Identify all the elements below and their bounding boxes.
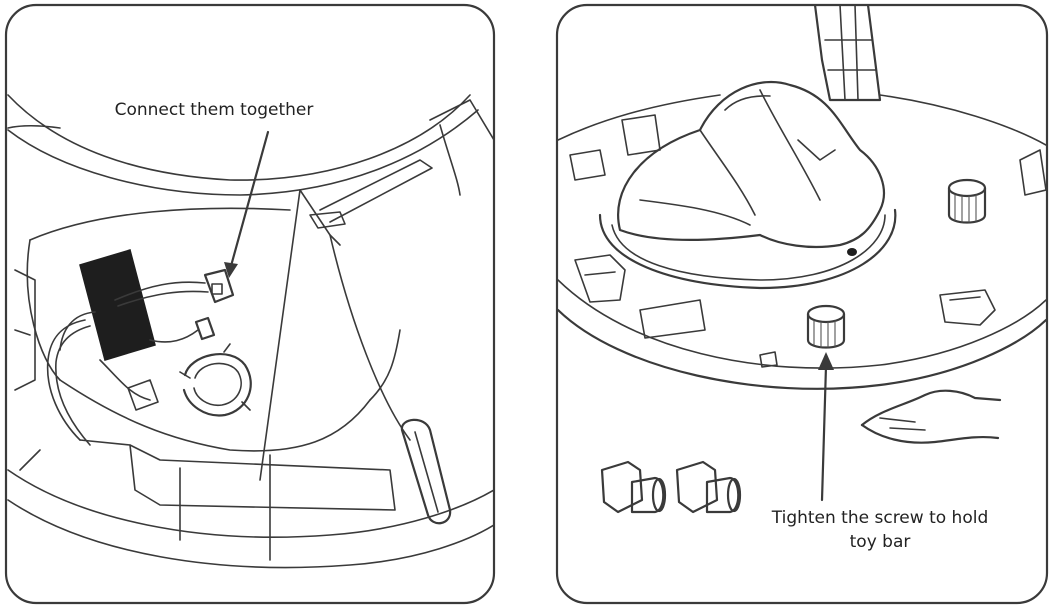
panel-left-frame [4, 3, 496, 605]
seat-base-underside [7, 94, 493, 569]
screw-boss-center [806, 304, 846, 349]
round-clip [179, 343, 252, 417]
hand-illustration [860, 389, 1002, 444]
callout-tighten-line2: toy bar [850, 532, 911, 552]
callout-arrow-left [229, 130, 270, 268]
callout-arrowhead-right [818, 352, 834, 370]
panel-right-frame [555, 3, 1049, 605]
callout-tighten-line1: Tighten the screw to hold [771, 508, 989, 528]
battery-pack [79, 249, 156, 361]
panel-left: Connect them together [4, 3, 496, 605]
walker-base-top [558, 6, 1046, 390]
callout-arrow-right [820, 364, 828, 502]
panel-right: Tighten the screw to hold toy bar [555, 3, 1049, 605]
callout-arrowhead-left [224, 262, 238, 278]
screw-boss-right [947, 178, 987, 224]
screw-knob-1 [600, 460, 667, 514]
callout-connect: Connect them together [115, 100, 314, 120]
screw-knob-2 [675, 460, 742, 514]
wire-connector-b [194, 316, 216, 341]
